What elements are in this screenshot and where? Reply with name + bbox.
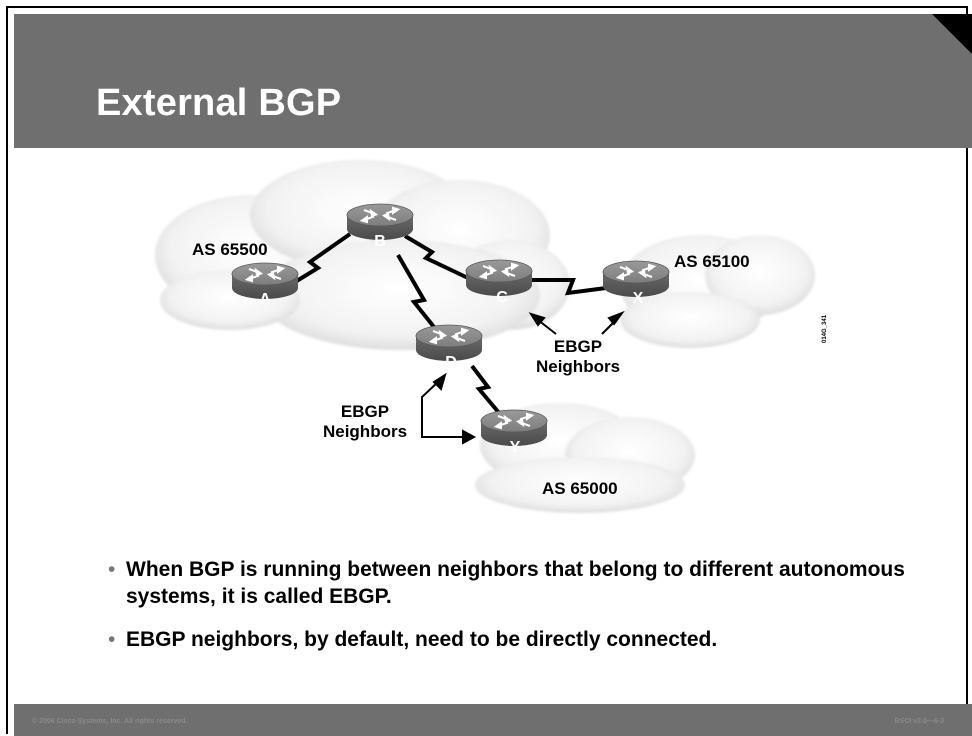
link-c-x [530, 278, 607, 296]
title-bar [14, 14, 972, 148]
bullet-list: • When BGP is running between neighbors t… [108, 556, 908, 669]
links [293, 232, 607, 416]
slide-frame [6, 6, 968, 734]
ebgp-neighbors-right-line1: EBGP [554, 337, 602, 356]
slide-title: External BGP [96, 82, 342, 124]
link-a-b [293, 232, 352, 284]
bullet-dot: • [108, 558, 116, 581]
svg-text:B: B [374, 233, 386, 250]
link-b-d [396, 253, 440, 334]
bullet-item: • EBGP neighbors, by default, need to be … [108, 626, 908, 653]
ebgp-neighbors-right-line2: Neighbors [536, 357, 620, 376]
bullet-item: • When BGP is running between neighbors t… [108, 556, 908, 610]
router-x: X [602, 260, 670, 307]
arrow-head-to-c [528, 312, 546, 327]
router-y: Y [480, 409, 548, 456]
as-label-65500: AS 65500 [192, 240, 268, 259]
copyright-text: © 2006 Cisco Systems, Inc. All rights re… [32, 718, 188, 725]
cloud-bottom [475, 403, 695, 513]
arrow-head-to-y [462, 429, 477, 445]
router-b: B [346, 203, 414, 250]
figure-code: 014G_341 [822, 314, 828, 343]
cloud-right [620, 235, 815, 348]
as-label-65100: AS 65100 [674, 252, 750, 271]
router-a: A [231, 262, 299, 308]
ebgp-neighbors-left-line2: Neighbors [323, 422, 407, 441]
footer-bar: © 2006 Cisco Systems, Inc. All rights re… [14, 704, 972, 736]
ebgp-neighbors-left-line1: EBGP [341, 402, 389, 421]
bullet-text: When BGP is running between neighbors th… [126, 558, 905, 608]
svg-text:X: X [633, 290, 644, 307]
svg-text:C: C [496, 289, 508, 306]
svg-text:Y: Y [510, 439, 521, 456]
router-d: D [415, 324, 483, 371]
arrows [421, 310, 625, 445]
course-id: BSCI v3.0—6-3 [894, 718, 944, 725]
as-label-65000: AS 65000 [542, 479, 618, 498]
bullet-text: EBGP neighbors, by default, need to be d… [126, 628, 718, 651]
router-c: C [465, 259, 533, 306]
arrow-head-to-d [432, 372, 447, 391]
link-d-y [470, 364, 502, 416]
arrow-head-to-x [607, 310, 625, 326]
link-b-c [403, 234, 469, 280]
svg-text:A: A [259, 291, 271, 308]
bullet-dot: • [108, 628, 116, 651]
corner-fold [932, 14, 972, 54]
svg-text:D: D [445, 354, 457, 371]
